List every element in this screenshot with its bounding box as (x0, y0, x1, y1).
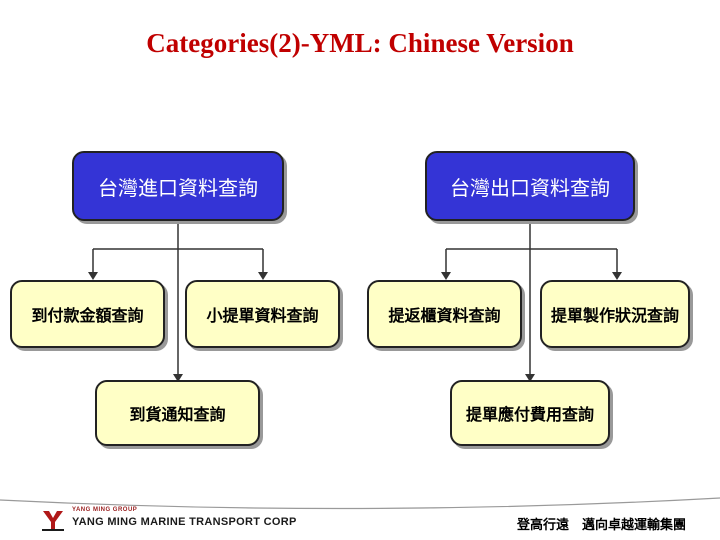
footer-swoosh (0, 497, 720, 510)
bl-surrender-query-label: 提返櫃資料查詢 (388, 306, 501, 325)
bl-surrender-query-box[interactable]: 提返櫃資料查詢 (367, 280, 522, 348)
bl-payable-fee-query-box[interactable]: 提單應付費用查詢 (450, 380, 610, 446)
bl-data-query-box[interactable]: 小提單資料查詢 (185, 280, 340, 348)
bl-status-query-box[interactable]: 提單製作狀況查詢 (540, 280, 690, 348)
bl-status-query-label: 提單製作狀況查詢 (550, 306, 679, 325)
arrival-notice-query-label: 到貨通知查詢 (129, 405, 226, 424)
import-query-box[interactable]: 台灣進口資料查詢 (72, 151, 284, 221)
footer-slogan: 登高行遠 邁向卓越運輸集團 (516, 518, 686, 533)
export-query-label: 台灣出口資料查詢 (450, 175, 610, 200)
export-query-box[interactable]: 台灣出口資料查詢 (425, 151, 635, 221)
cod-amount-query-label: 到付款金額查詢 (31, 306, 144, 325)
bl-data-query-label: 小提單資料查詢 (206, 306, 319, 325)
arrival-notice-query-box[interactable]: 到貨通知查詢 (95, 380, 260, 446)
yang-ming-logo-icon (40, 508, 66, 532)
bl-payable-fee-query-label: 提單應付費用查詢 (465, 405, 594, 424)
slide-title: Categories(2)-YML: Chinese Version (146, 28, 574, 58)
cod-amount-query-box[interactable]: 到付款金額查詢 (10, 280, 165, 348)
import-query-label: 台灣進口資料查詢 (98, 175, 258, 200)
group-name: YANG MING GROUP (72, 507, 138, 513)
company-name: YANG MING MARINE TRANSPORT CORP (72, 516, 297, 528)
